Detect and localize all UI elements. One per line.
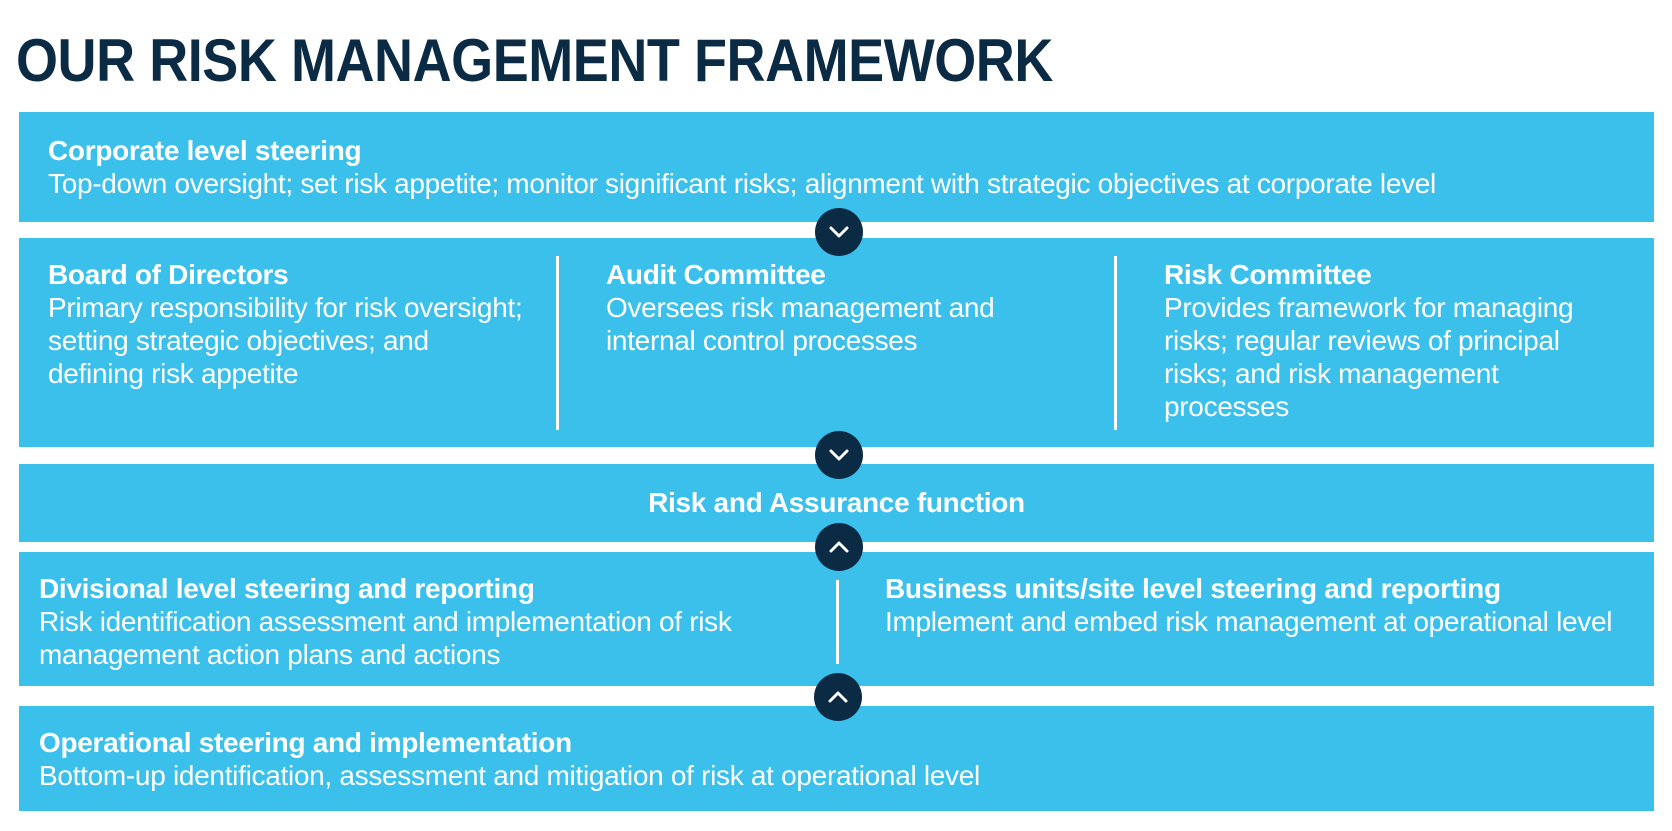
risk-committee-heading: Risk Committee <box>1164 259 1372 290</box>
audit-committee: Audit Committee Oversees risk management… <box>606 258 1066 357</box>
divisional-level: Divisional level steering and reporting … <box>39 572 799 671</box>
audit-text: Oversees risk management and internal co… <box>606 292 995 356</box>
corporate-level-box: Corporate level steering Top-down oversi… <box>19 112 1654 222</box>
operational-box: Operational steering and implementation … <box>19 706 1654 811</box>
risk-committee-text: Provides framework for managing risks; r… <box>1164 292 1574 422</box>
chevron-down-icon <box>815 431 863 479</box>
audit-heading: Audit Committee <box>606 259 826 290</box>
corporate-text: Top-down oversight; set risk appetite; m… <box>48 168 1436 199</box>
chevron-up-icon <box>815 523 863 571</box>
business-units-level: Business units/site level steering and r… <box>885 572 1635 638</box>
operational-text: Bottom-up identification, assessment and… <box>39 760 980 791</box>
chevron-down-icon <box>815 208 863 256</box>
divisional-text: Risk identification assessment and imple… <box>39 606 732 670</box>
business-units-heading: Business units/site level steering and r… <box>885 573 1501 604</box>
divider <box>556 256 559 430</box>
divider <box>836 580 839 664</box>
committees-box: Board of Directors Primary responsibilit… <box>19 238 1654 447</box>
board-of-directors: Board of Directors Primary responsibilit… <box>48 258 528 390</box>
risk-committee: Risk Committee Provides framework for ma… <box>1164 258 1624 423</box>
divider <box>1114 256 1117 430</box>
chevron-up-icon <box>814 673 862 721</box>
corporate-heading: Corporate level steering <box>48 135 362 166</box>
page-title: OUR RISK MANAGEMENT FRAMEWORK <box>16 27 1053 94</box>
board-text: Primary responsibility for risk oversigh… <box>48 292 523 389</box>
risk-assurance-heading: Risk and Assurance function <box>648 487 1025 518</box>
steering-reporting-box: Divisional level steering and reporting … <box>19 552 1654 686</box>
board-heading: Board of Directors <box>48 259 289 290</box>
operational-heading: Operational steering and implementation <box>39 727 572 758</box>
business-units-text: Implement and embed risk management at o… <box>885 606 1613 637</box>
divisional-heading: Divisional level steering and reporting <box>39 573 535 604</box>
